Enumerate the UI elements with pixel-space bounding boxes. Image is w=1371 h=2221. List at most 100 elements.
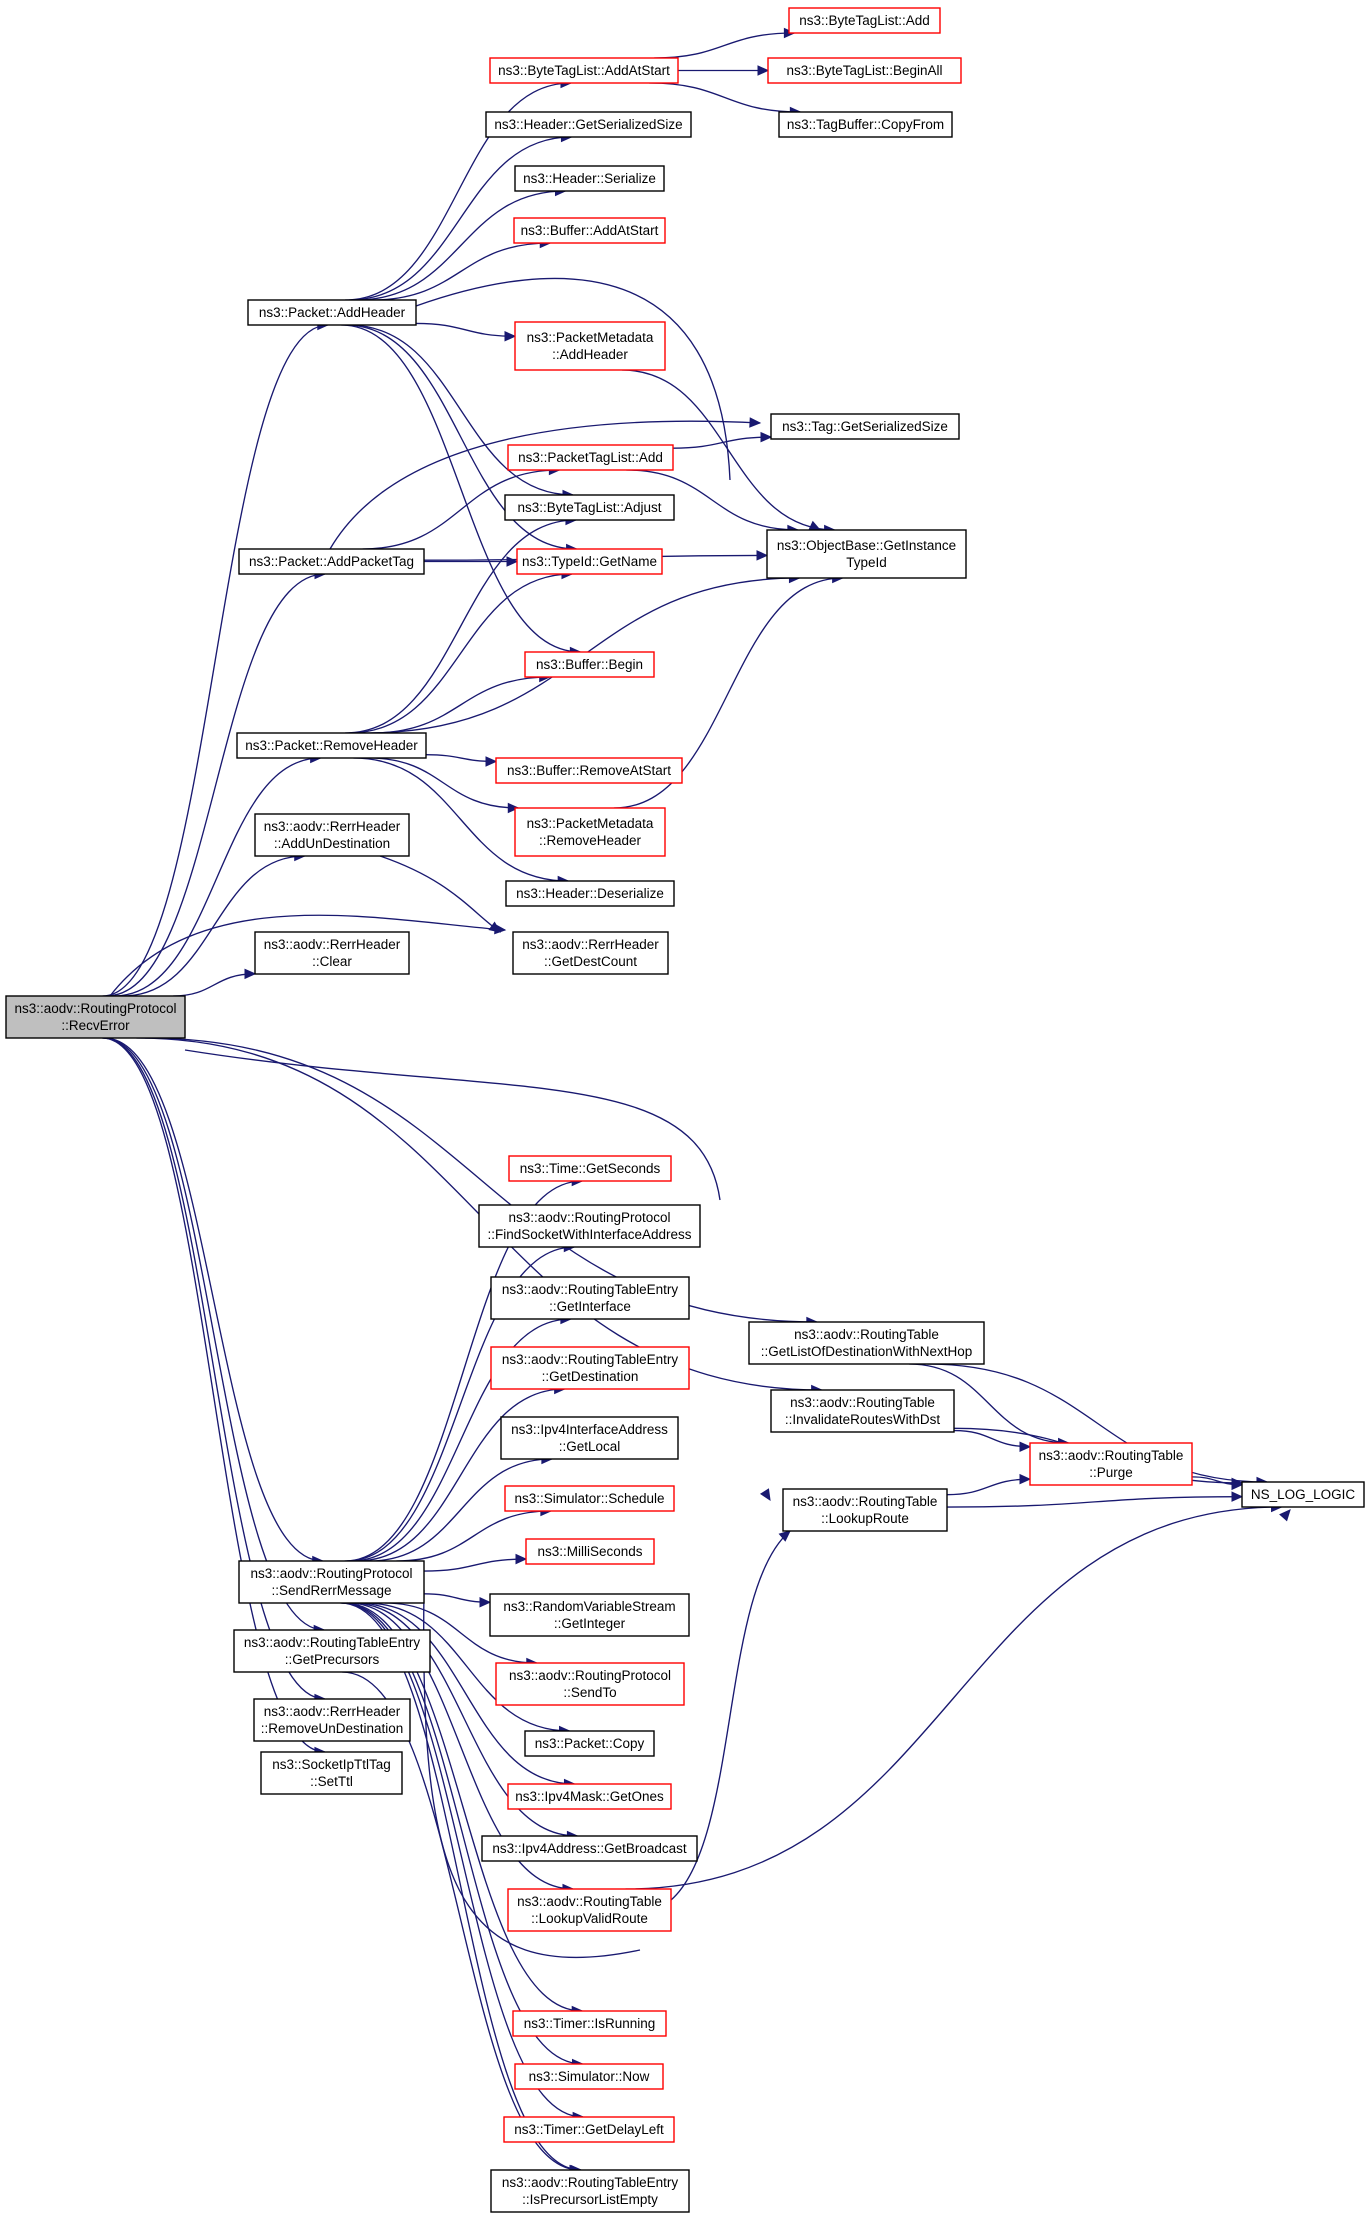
node-n26[interactable]: ns3::aodv::RoutingTableEntry::GetInterfa… xyxy=(490,1276,690,1320)
node-box[interactable] xyxy=(489,1593,690,1637)
node-n0[interactable]: ns3::aodv::RoutingProtocol::RecvError xyxy=(5,995,186,1039)
node-box[interactable] xyxy=(1241,1481,1365,1508)
node-n22[interactable]: ns3::aodv::RerrHeader::GetDestCount xyxy=(512,931,669,975)
node-box[interactable] xyxy=(233,1629,431,1673)
node-n5[interactable]: ns3::TagBuffer::CopyFrom xyxy=(778,111,953,138)
node-n41[interactable]: ns3::aodv::RoutingTableEntry::IsPrecurso… xyxy=(490,2169,690,2213)
node-box[interactable] xyxy=(505,880,675,907)
node-box[interactable] xyxy=(524,1730,655,1757)
node-box[interactable] xyxy=(766,529,967,579)
node-box[interactable] xyxy=(748,1321,985,1365)
node-n40[interactable]: ns3::Timer::GetDelayLeft xyxy=(503,2116,675,2143)
node-n18[interactable]: ns3::Buffer::RemoveAtStart xyxy=(495,757,683,784)
node-n6[interactable]: ns3::Header::GetSerializedSize xyxy=(485,111,692,138)
node-n16[interactable]: ns3::Buffer::Begin xyxy=(524,651,655,678)
node-box[interactable] xyxy=(514,165,665,192)
node-n42[interactable]: ns3::aodv::RoutingTableEntry::GetPrecurs… xyxy=(233,1629,431,1673)
node-box[interactable] xyxy=(513,217,666,244)
node-box[interactable] xyxy=(254,931,410,975)
node-n44[interactable]: ns3::SocketIpTtlTag::SetTtl xyxy=(260,1751,403,1795)
node-box[interactable] xyxy=(500,1416,679,1460)
node-n2[interactable]: ns3::ByteTagList::AddAtStart xyxy=(489,57,679,84)
node-box[interactable] xyxy=(254,813,410,857)
node-box[interactable] xyxy=(236,732,427,759)
node-n19[interactable]: ns3::PacketMetadata::RemoveHeader xyxy=(514,807,666,857)
node-n30[interactable]: ns3::MilliSeconds xyxy=(525,1538,655,1565)
node-box[interactable] xyxy=(512,931,669,975)
node-n49[interactable]: ns3::aodv::RoutingTable::LookupRoute xyxy=(782,1488,948,1532)
node-n20[interactable]: ns3::aodv::RerrHeader::AddUnDestination xyxy=(254,813,410,857)
node-n28[interactable]: ns3::Ipv4InterfaceAddress::GetLocal xyxy=(500,1416,679,1460)
node-n34[interactable]: ns3::Packet::Copy xyxy=(524,1730,655,1757)
node-box[interactable] xyxy=(514,807,666,857)
node-box[interactable] xyxy=(503,2116,675,2143)
node-n43[interactable]: ns3::aodv::RerrHeader::RemoveUnDestinati… xyxy=(253,1698,411,1742)
node-box[interactable] xyxy=(767,57,962,84)
node-box[interactable] xyxy=(490,1276,690,1320)
node-box[interactable] xyxy=(508,1155,672,1182)
node-box[interactable] xyxy=(525,1538,655,1565)
node-box[interactable] xyxy=(770,1389,955,1433)
node-box[interactable] xyxy=(238,548,425,575)
node-n8[interactable]: ns3::Buffer::AddAtStart xyxy=(513,217,666,244)
node-n21[interactable]: ns3::Header::Deserialize xyxy=(505,880,675,907)
node-n47[interactable]: ns3::aodv::RoutingTable::Purge xyxy=(1029,1442,1193,1486)
node-box[interactable] xyxy=(260,1751,403,1795)
node-n27[interactable]: ns3::aodv::RoutingTableEntry::GetDestina… xyxy=(490,1346,690,1390)
node-box[interactable] xyxy=(490,2169,690,2213)
node-box[interactable] xyxy=(485,111,692,138)
node-box[interactable] xyxy=(478,1204,701,1248)
node-box[interactable] xyxy=(504,494,675,521)
node-box[interactable] xyxy=(5,995,186,1039)
node-box[interactable] xyxy=(490,1346,690,1390)
node-n15[interactable]: ns3::TypeId::GetName xyxy=(516,548,663,575)
node-box[interactable] xyxy=(507,444,674,471)
node-box[interactable] xyxy=(507,1783,672,1810)
node-n46[interactable]: ns3::aodv::RoutingTable::InvalidateRoute… xyxy=(770,1389,955,1433)
node-n1[interactable]: ns3::Packet::AddHeader xyxy=(247,299,417,326)
node-n33[interactable]: ns3::aodv::RoutingProtocol::SendTo xyxy=(495,1662,685,1706)
node-box[interactable] xyxy=(516,548,663,575)
node-box[interactable] xyxy=(495,1662,685,1706)
node-n7[interactable]: ns3::Header::Serialize xyxy=(514,165,665,192)
node-box[interactable] xyxy=(514,321,666,371)
node-box[interactable] xyxy=(495,757,683,784)
node-n37[interactable]: ns3::aodv::RoutingTable::LookupValidRout… xyxy=(507,1888,672,1932)
node-n38[interactable]: ns3::Timer::IsRunning xyxy=(512,2010,667,2037)
node-n13[interactable]: ns3::ByteTagList::Adjust xyxy=(504,494,675,521)
node-n12[interactable]: ns3::PacketTagList::Add xyxy=(507,444,674,471)
node-box[interactable] xyxy=(504,1485,675,1512)
node-box[interactable] xyxy=(253,1698,411,1742)
node-n35[interactable]: ns3::Ipv4Mask::GetOnes xyxy=(507,1783,672,1810)
node-n14[interactable]: ns3::Packet::AddPacketTag xyxy=(238,548,425,575)
node-box[interactable] xyxy=(782,1488,948,1532)
node-n3[interactable]: ns3::ByteTagList::Add xyxy=(788,7,941,34)
node-n24[interactable]: ns3::Time::GetSeconds xyxy=(508,1155,672,1182)
node-box[interactable] xyxy=(512,2010,667,2037)
node-n11[interactable]: ns3::Tag::GetSerializedSize xyxy=(770,413,960,440)
node-box[interactable] xyxy=(481,1835,698,1862)
node-n29[interactable]: ns3::Simulator::Schedule xyxy=(504,1485,675,1512)
node-n32[interactable]: ns3::RandomVariableStream::GetInteger xyxy=(489,1593,690,1637)
node-box[interactable] xyxy=(1029,1442,1193,1486)
node-box[interactable] xyxy=(524,651,655,678)
node-n4[interactable]: ns3::ByteTagList::BeginAll xyxy=(767,57,962,84)
node-box[interactable] xyxy=(489,57,679,84)
node-n31[interactable]: ns3::aodv::RoutingProtocol::SendRerrMess… xyxy=(238,1560,425,1604)
node-box[interactable] xyxy=(778,111,953,138)
node-box[interactable] xyxy=(507,1888,672,1932)
node-box[interactable] xyxy=(770,413,960,440)
node-box[interactable] xyxy=(247,299,417,326)
node-n9[interactable]: ns3::PacketMetadata::AddHeader xyxy=(514,321,666,371)
node-n36[interactable]: ns3::Ipv4Address::GetBroadcast xyxy=(481,1835,698,1862)
node-n48[interactable]: NS_LOG_LOGIC xyxy=(1241,1481,1365,1508)
node-box[interactable] xyxy=(514,2063,664,2090)
node-n17[interactable]: ns3::Packet::RemoveHeader xyxy=(236,732,427,759)
node-n39[interactable]: ns3::Simulator::Now xyxy=(514,2063,664,2090)
node-n25[interactable]: ns3::aodv::RoutingProtocol::FindSocketWi… xyxy=(478,1204,701,1248)
node-box[interactable] xyxy=(788,7,941,34)
node-n45[interactable]: ns3::aodv::RoutingTable::GetListOfDestin… xyxy=(748,1321,985,1365)
node-box[interactable] xyxy=(238,1560,425,1604)
node-n23[interactable]: ns3::aodv::RerrHeader::Clear xyxy=(254,931,410,975)
